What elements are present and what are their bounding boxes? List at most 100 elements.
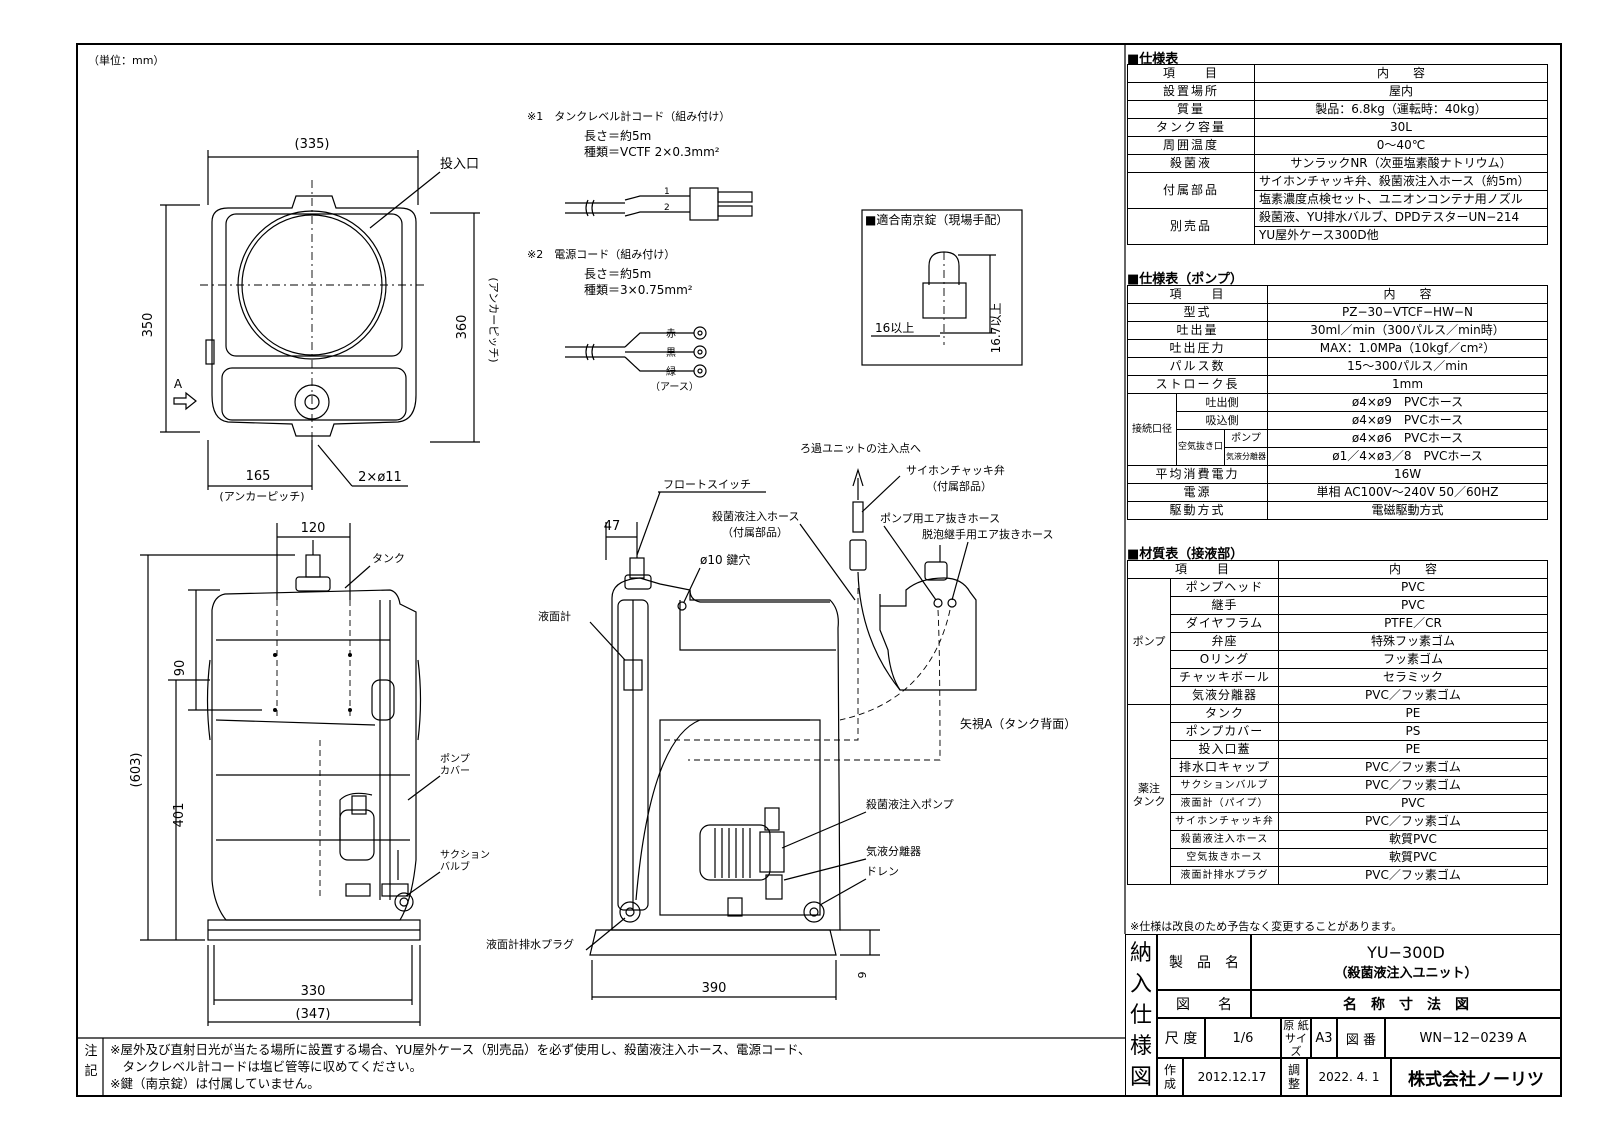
- dim-side-330: 330: [301, 984, 326, 999]
- label-level-gauge: 液面計: [538, 609, 571, 623]
- label-tank: タンク: [372, 552, 405, 565]
- table-row: 液面計（パイプ）PVC: [1128, 794, 1549, 813]
- arrow-a-label: A: [174, 377, 183, 391]
- label-defoam-air: 脱泡継手用エア抜きホース: [922, 527, 1053, 541]
- product-sub: （殺菌液注入ユニット）: [1334, 966, 1478, 981]
- label-hose: 殺菌液注入ホース: [712, 509, 799, 523]
- label-siphon-sub: （付属部品）: [926, 479, 992, 493]
- dim-front-9: 9: [856, 972, 869, 979]
- label-siphon: サイホンチャッキ弁: [906, 463, 1005, 477]
- label-pump-cover-2: カバー: [440, 765, 470, 777]
- table-row: 別売品殺菌液、YU排水バルブ、DPDテスターUN−214: [1127, 208, 1548, 245]
- dim-top-165: 165: [246, 469, 271, 484]
- label-suction-1: サクション: [440, 849, 490, 861]
- label-inlet: 投入口: [440, 156, 479, 172]
- product-label: 製 品 名: [1157, 934, 1251, 990]
- scale-label: 尺 度: [1157, 1018, 1205, 1058]
- side-view: 120 タンク 90: [129, 521, 490, 1026]
- cord2-earth: （アース）: [650, 381, 699, 393]
- cord2-black: 黒: [666, 347, 676, 359]
- table-row: 弁座特殊フッ素ゴム: [1128, 632, 1549, 651]
- table-row: 塩素濃度点検セット、ユニオンコンテナ用ノズル: [1128, 190, 1548, 209]
- titleblock-side: 納入仕様図: [1125, 934, 1157, 1096]
- label-drain: ドレン: [866, 865, 899, 878]
- paper-label: 原 紙 サイズ: [1281, 1018, 1311, 1058]
- dim-side-603: (603): [129, 753, 144, 788]
- scale-value: 1/6: [1205, 1018, 1281, 1058]
- cord-details: ※1 タンクレベル計コード（組み付け） 長さ＝約5m 種類＝VCTF 2×0.3…: [527, 109, 753, 393]
- dim-side-120: 120: [301, 521, 326, 536]
- dim-side-347: (347): [296, 1007, 331, 1022]
- label-pump-cover-1: ポンプ: [440, 753, 470, 765]
- dim-side-90: 90: [173, 660, 188, 677]
- material-title: ■材質表（接液部）: [1127, 547, 1244, 562]
- dim-top-350: 350: [141, 313, 156, 338]
- label-keyhole: ø10 鍵穴: [700, 552, 750, 567]
- cord1-connector: [689, 187, 719, 221]
- cord1-title: ※1 タンクレベル計コード（組み付け）: [527, 109, 730, 123]
- keyhole-icon: [677, 601, 687, 611]
- padlock-detail: ■適合南京錠（現場手配） 16.7以上 16以上: [861, 209, 1023, 366]
- company-name: 株式会社ノーリツ: [1391, 1058, 1561, 1096]
- paper-value: A3: [1311, 1018, 1337, 1058]
- padlock-width: 16以上: [875, 321, 914, 335]
- cord2-length: 長さ＝約5m: [584, 266, 651, 281]
- label-level-plug: 液面計排水プラグ: [486, 937, 574, 951]
- dwgno-value: WN−12−0239 A: [1385, 1018, 1561, 1058]
- dim-front-47: 47: [604, 519, 621, 534]
- cord2-title: ※2 電源コード（組み付け）: [527, 247, 675, 261]
- label-separator: 気液分離器: [866, 844, 921, 858]
- dim-anchor-pitch-h: (アンカーピッチ): [219, 490, 304, 503]
- table-row: 駆動方式電磁駆動方式: [1126, 501, 1548, 520]
- table-row: 電源単相 AC100V〜240V 50／60HZ: [1126, 483, 1548, 502]
- label-pump-air: ポンプ用エア抜きホース: [880, 511, 1000, 525]
- label-to-filter: ろ過ユニットの注入点へ: [800, 441, 921, 455]
- dim-front-390: 390: [702, 981, 727, 996]
- table-row: 空気抜きホース軟質PVC: [1128, 848, 1549, 867]
- footer-line-2: タンクレベル計コードは塩ビ管等に収めてください。: [110, 1059, 423, 1074]
- table-row: YU屋外ケース300D他: [1128, 226, 1548, 245]
- dim-side-401: 401: [172, 803, 187, 828]
- footer-label: 注 記: [84, 1044, 98, 1079]
- cord1-length: 長さ＝約5m: [584, 128, 651, 143]
- dim-anchor-pitch-v: (アンカーピッチ): [487, 277, 500, 362]
- cord2-red: 赤: [666, 328, 676, 340]
- cord1-pin1: 1: [664, 187, 670, 197]
- dim-top-width: (335): [295, 137, 330, 152]
- label-view-a: 矢視A（タンク背面）: [960, 716, 1076, 731]
- made-date: 2012.12.17: [1183, 1058, 1281, 1096]
- top-view: (335) 350 360 (アンカーピッチ) 165 (アンカーピッチ) 2×…: [141, 137, 500, 503]
- pump-title: ■仕様表（ポンプ）: [1127, 272, 1243, 287]
- footer-line-1: ※屋外及び直射日光が当たる場所に設置する場合、YU屋外ケース（別売品）を必ず使用…: [110, 1042, 811, 1057]
- table-row: 質量製品：6.8kg（運転時：40kg）: [1127, 100, 1548, 119]
- spec-header-content: 内 容: [1254, 64, 1548, 83]
- spec-header-item: 項 目: [1127, 64, 1255, 83]
- label-injection-pump: 殺菌液注入ポンプ: [866, 797, 954, 811]
- dwgno-label: 図 番: [1337, 1018, 1385, 1058]
- material-footnote: ※仕様は改良のため予告なく変更することがあります。: [1130, 920, 1403, 933]
- label-float-switch: フロートスイッチ: [663, 478, 751, 491]
- padlock-title: ■適合南京錠（現場手配）: [865, 212, 1008, 227]
- cord1-type: 種類＝VCTF 2×0.3mm²: [584, 145, 720, 159]
- drawing-label: 図 名: [1157, 990, 1251, 1018]
